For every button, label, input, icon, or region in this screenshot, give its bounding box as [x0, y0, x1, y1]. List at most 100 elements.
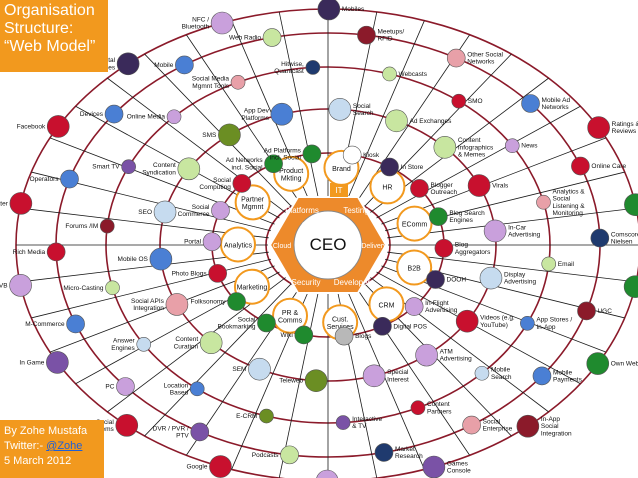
credit-twitter: Twitter:- @Zohe	[4, 439, 100, 454]
node-label: Wiki	[281, 332, 293, 339]
department-label: Analytics	[224, 242, 253, 249]
node-label: SMO	[468, 98, 483, 105]
node-circle	[9, 274, 32, 297]
node-label: App Stores /In-App	[536, 317, 572, 331]
node-label: SMS	[202, 132, 217, 139]
node-label: Online Media	[127, 114, 166, 121]
node-circle	[175, 55, 194, 75]
node-circle	[60, 169, 79, 189]
node-operators: Operators	[30, 169, 79, 189]
node-label: PC	[105, 384, 114, 391]
node-sms: SMS	[202, 123, 241, 147]
node-smart-tv: Smart TV	[92, 159, 136, 175]
node-label: Facebook	[17, 123, 46, 130]
credit-author: By Zohe Mustafa	[4, 425, 88, 437]
node-circle	[165, 293, 189, 316]
node-digital-pos: Digital POS	[373, 316, 428, 336]
node-circle	[520, 315, 535, 331]
node-circle	[116, 52, 140, 76]
department-label: HR	[382, 184, 392, 191]
node-label: Virals	[492, 183, 509, 190]
department-analytics: Analytics	[220, 226, 257, 263]
node-label: Google	[186, 464, 207, 471]
node-facebook: Facebook	[17, 115, 70, 138]
node-wiki: Wiki	[281, 325, 314, 345]
node-circle	[105, 280, 120, 296]
node-circle	[571, 156, 590, 176]
node-circle	[335, 415, 351, 430]
node-label: Blogs	[355, 333, 372, 340]
node-label: DVB	[0, 282, 8, 289]
node-circle	[577, 301, 596, 321]
node-label: Mobile OS	[118, 256, 149, 263]
node-circle	[149, 247, 173, 271]
node-circle	[474, 365, 490, 381]
node-label: Devices	[80, 111, 104, 118]
node-smo: SMO	[451, 93, 483, 109]
node-label: Twitter	[0, 200, 9, 207]
it-label: IT	[335, 186, 342, 195]
node-circle	[46, 351, 69, 374]
core-label-security: Security	[292, 278, 321, 287]
node-podcasts: Podcasts	[252, 445, 299, 465]
department-circle	[272, 297, 309, 334]
ceo-circle	[293, 210, 363, 280]
node-adserver: Adserver	[624, 193, 638, 216]
node-blogs: Blogs	[334, 326, 372, 346]
department-circle	[234, 184, 271, 221]
core-label-testing: Testing	[343, 206, 368, 215]
node-online-media: Online Media	[127, 109, 182, 125]
node-pc: PC	[105, 377, 135, 396]
node-circle	[136, 336, 152, 352]
core-label-content: Content	[302, 222, 327, 229]
node-circle	[385, 109, 408, 133]
node-circle	[328, 98, 352, 121]
credit-twitter-handle[interactable]: @Zohe	[46, 440, 83, 452]
node-circle	[9, 192, 33, 215]
department-crm: CRM	[368, 286, 405, 323]
node-circle	[99, 218, 115, 234]
node-label: Teleweb	[279, 378, 303, 385]
node-circle	[410, 400, 426, 416]
core-label-developers: Developers	[334, 278, 374, 287]
node-circle	[304, 369, 328, 392]
node-label: SEO	[138, 209, 152, 216]
title-box: Organisation Structure: “Web Model”	[0, 0, 108, 72]
node-label: NFC /Bluetooth	[182, 16, 210, 30]
spoke	[346, 20, 425, 202]
node-label: Digital POS	[393, 323, 427, 330]
node-app-stores-in-app: App Stores /In-App	[520, 315, 572, 331]
node-circle	[199, 331, 223, 355]
node-label: SEM	[232, 366, 246, 373]
